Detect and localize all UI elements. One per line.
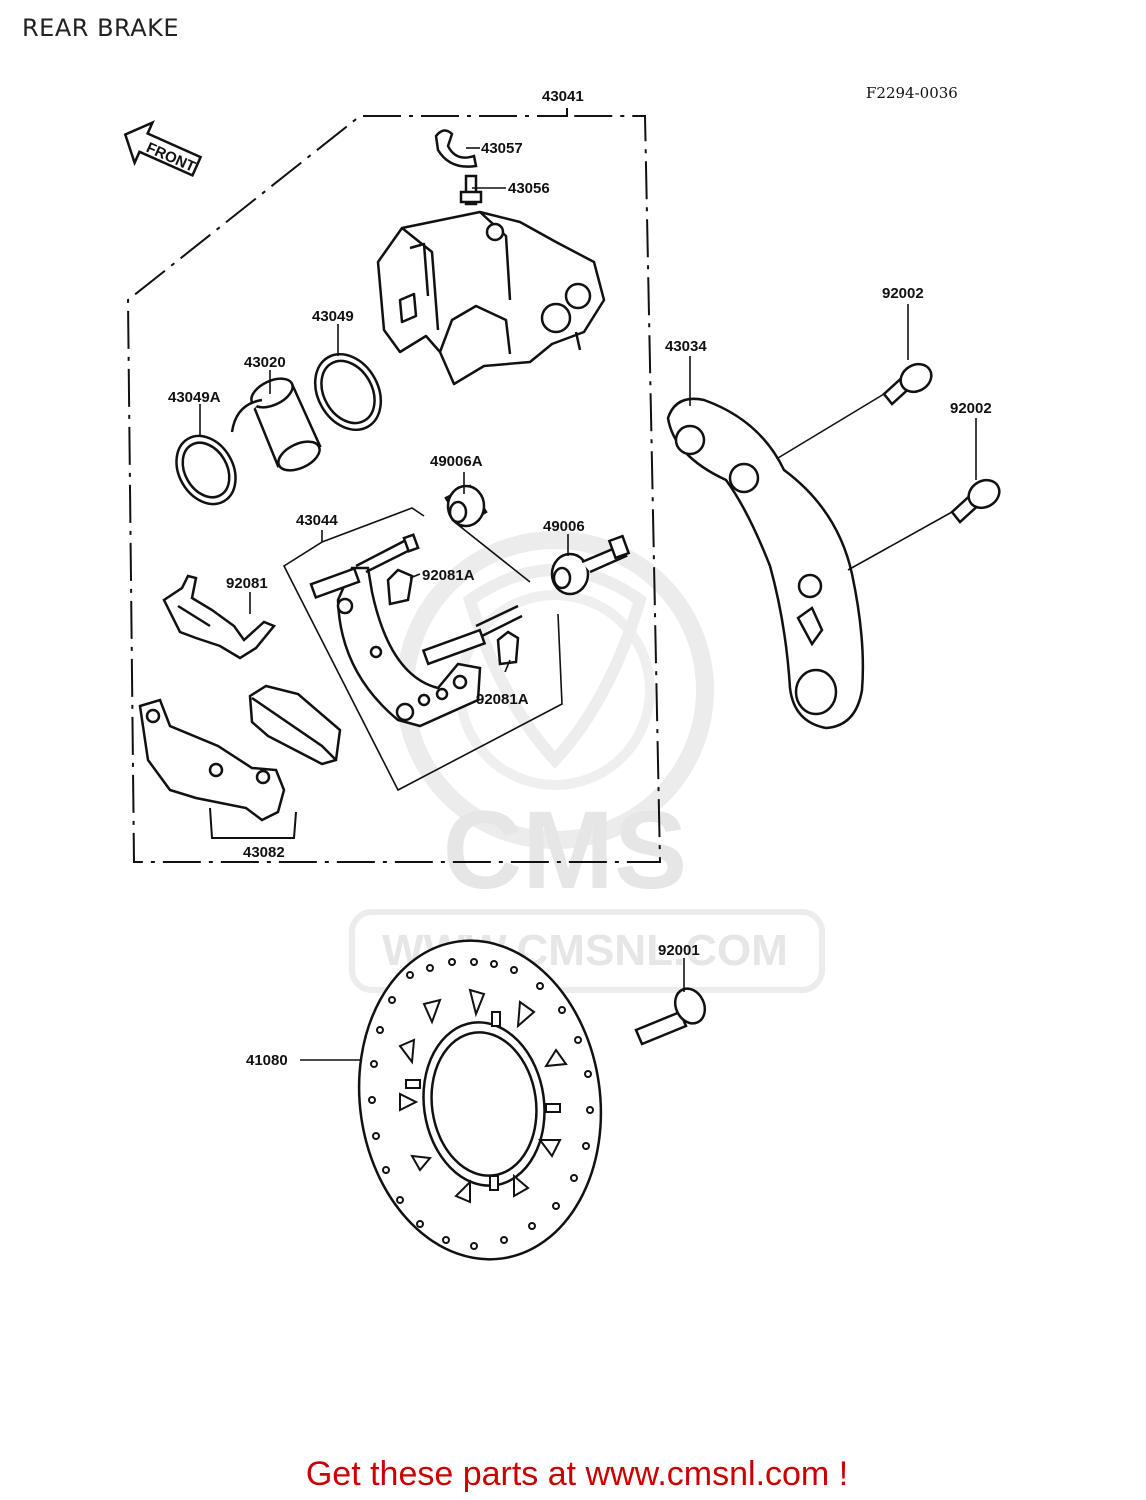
caliper-bolt-lower-part: [950, 478, 1001, 524]
part-label-92081: 92081: [226, 575, 268, 592]
page-title: REAR BRAKE: [22, 14, 180, 42]
dust-seal-part: [175, 434, 237, 506]
part-label-49006a: 49006A: [430, 453, 483, 470]
front-arrow-icon: FRONT: [123, 120, 203, 178]
part-label-43034: 43034: [665, 338, 707, 355]
part-label-43020: 43020: [244, 354, 286, 371]
part-label-92002-upper: 92002: [882, 285, 924, 302]
anti-rattle-spring-a2-part: [496, 630, 520, 666]
part-label-41080: 41080: [246, 1052, 288, 1069]
part-label-92081a-lower: 92081A: [476, 691, 529, 708]
caliper-holder-part: [309, 533, 523, 728]
disc-bolt-part: [634, 987, 707, 1046]
pin-boot-a-part: [444, 484, 488, 528]
footer-link-text[interactable]: Get these parts at www.cmsnl.com !: [0, 1455, 1146, 1494]
cms-watermark: CMS WWW.CMSNL.COM: [349, 531, 825, 993]
part-label-43082: 43082: [243, 844, 285, 861]
part-label-43057: 43057: [481, 140, 523, 157]
piston-part: [230, 377, 322, 472]
brake-pad-front-part: [248, 684, 342, 766]
part-label-43049: 43049: [312, 308, 354, 325]
part-label-92002-lower: 92002: [950, 400, 992, 417]
part-label-92001: 92001: [658, 942, 700, 959]
anti-rattle-spring-a-part: [386, 568, 414, 606]
watermark-brand: CMS: [443, 789, 687, 912]
part-label-43044: 43044: [296, 512, 338, 529]
part-label-43041: 43041: [542, 88, 584, 105]
bleeder-valve-part: [459, 174, 483, 206]
brake-pad-rear-part: [138, 698, 286, 822]
footer-text: Get these parts at www.cmsnl.com !: [305, 1455, 849, 1493]
caliper-bolt-upper-part: [882, 362, 933, 406]
pad-spring-part: [162, 574, 277, 660]
part-label-43049a: 43049A: [168, 389, 221, 406]
pin-boot-part: [550, 534, 631, 596]
part-label-49006: 49006: [543, 518, 585, 535]
leader-lines: [199, 147, 977, 1061]
brake-disc-part: [357, 939, 603, 1261]
piston-seal-part: [313, 353, 383, 431]
bleeder-cap-part: [434, 129, 478, 168]
torque-link-part: [666, 397, 865, 730]
caliper-body-part: [376, 210, 606, 386]
diagram-code: F2294-0036: [866, 84, 958, 102]
part-label-92081a-upper: 92081A: [422, 567, 475, 584]
part-label-43056: 43056: [508, 180, 550, 197]
caliper-assembly-boundary: [126, 108, 662, 863]
pad-bracket-line: [209, 807, 297, 839]
